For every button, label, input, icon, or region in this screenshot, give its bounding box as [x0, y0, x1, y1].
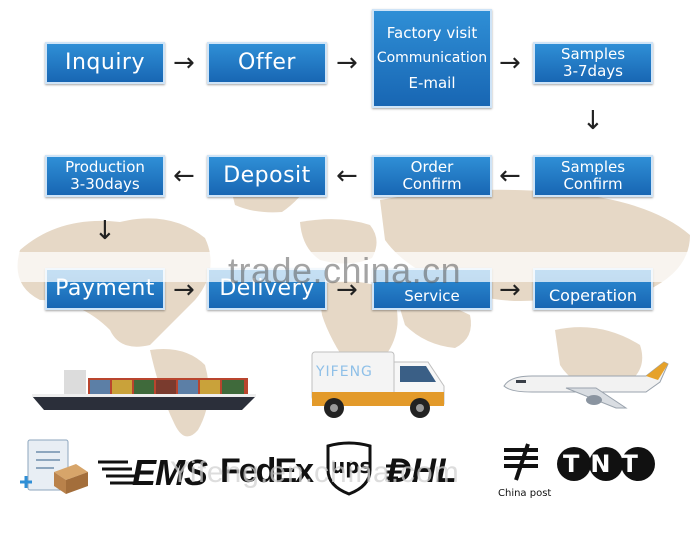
watermark-text: trade.china.cn [228, 250, 462, 291]
step-inquiry: Inquiry [45, 42, 165, 84]
tnt-logo-icon [557, 447, 655, 481]
step-order-confirm: Order Confirm [372, 155, 492, 197]
arrow-right-icon: → [173, 275, 195, 305]
airplane-icon [503, 361, 669, 409]
step-cooperation-label: Coperation [549, 285, 637, 305]
watermark-band [0, 252, 700, 282]
step-offer-label: Offer [238, 50, 296, 76]
step-factory-visit: Factory visit Communication E-mail [372, 9, 492, 108]
step-production-line2: 3-30days [70, 175, 140, 193]
arrow-down-icon: ↓ [582, 106, 604, 136]
step-samples-line1: Samples [560, 44, 626, 63]
ups-shield-icon [326, 441, 372, 496]
arrow-left-icon: ← [173, 161, 195, 191]
clipboard-box-icon [20, 439, 88, 494]
step-production-line1: Production [65, 157, 145, 176]
step-samples-confirm: Samples Confirm [533, 155, 653, 197]
tnt-logo-text: TNT [563, 450, 649, 478]
arrow-right-icon: → [173, 48, 195, 78]
arrow-right-icon: → [499, 48, 521, 78]
ups-logo-text: ups [331, 454, 372, 478]
step-production: Production 3-30days [45, 155, 165, 197]
step-factory-visit-line2: Communication [376, 50, 488, 67]
fedex-logo-text: FedEx [220, 452, 314, 490]
arrow-left-icon: ← [499, 161, 521, 191]
step-deposit: Deposit [207, 155, 327, 197]
truck-brand-label: YIFENG [316, 364, 373, 380]
step-samples-confirm-line2: Confirm [563, 175, 623, 193]
ems-logo-text: EMS [132, 452, 208, 493]
china-post-label: China post [498, 488, 552, 499]
arrow-down-icon: ↓ [94, 216, 116, 246]
arrow-right-icon: → [336, 275, 358, 305]
step-samples-confirm-line1: Samples [560, 157, 626, 176]
dhl-stripes-icon [386, 464, 406, 480]
step-deposit-label: Deposit [223, 163, 311, 189]
step-samples-line2: 3-7days [563, 62, 623, 80]
ems-logo-icon [98, 460, 140, 485]
arrow-right-icon: → [336, 48, 358, 78]
step-factory-visit-line1: Factory visit [386, 24, 478, 43]
watermark-secondary-text: Yifeng.en.china.com [170, 456, 460, 489]
step-order-confirm-line2: Confirm [402, 175, 462, 193]
china-post-emblem-icon [504, 443, 538, 481]
step-order-confirm-line1: Order [410, 157, 454, 176]
step-inquiry-label: Inquiry [64, 50, 146, 76]
step-offer: Offer [207, 42, 327, 84]
cargo-ship-icon [32, 370, 256, 410]
delivery-truck-icon [311, 351, 445, 418]
arrow-left-icon: ← [336, 161, 358, 191]
step-service-label: Service [404, 286, 460, 305]
arrow-right-icon: → [499, 275, 521, 305]
step-samples: Samples 3-7days [533, 42, 653, 84]
step-factory-visit-line3: E-mail [408, 73, 456, 92]
